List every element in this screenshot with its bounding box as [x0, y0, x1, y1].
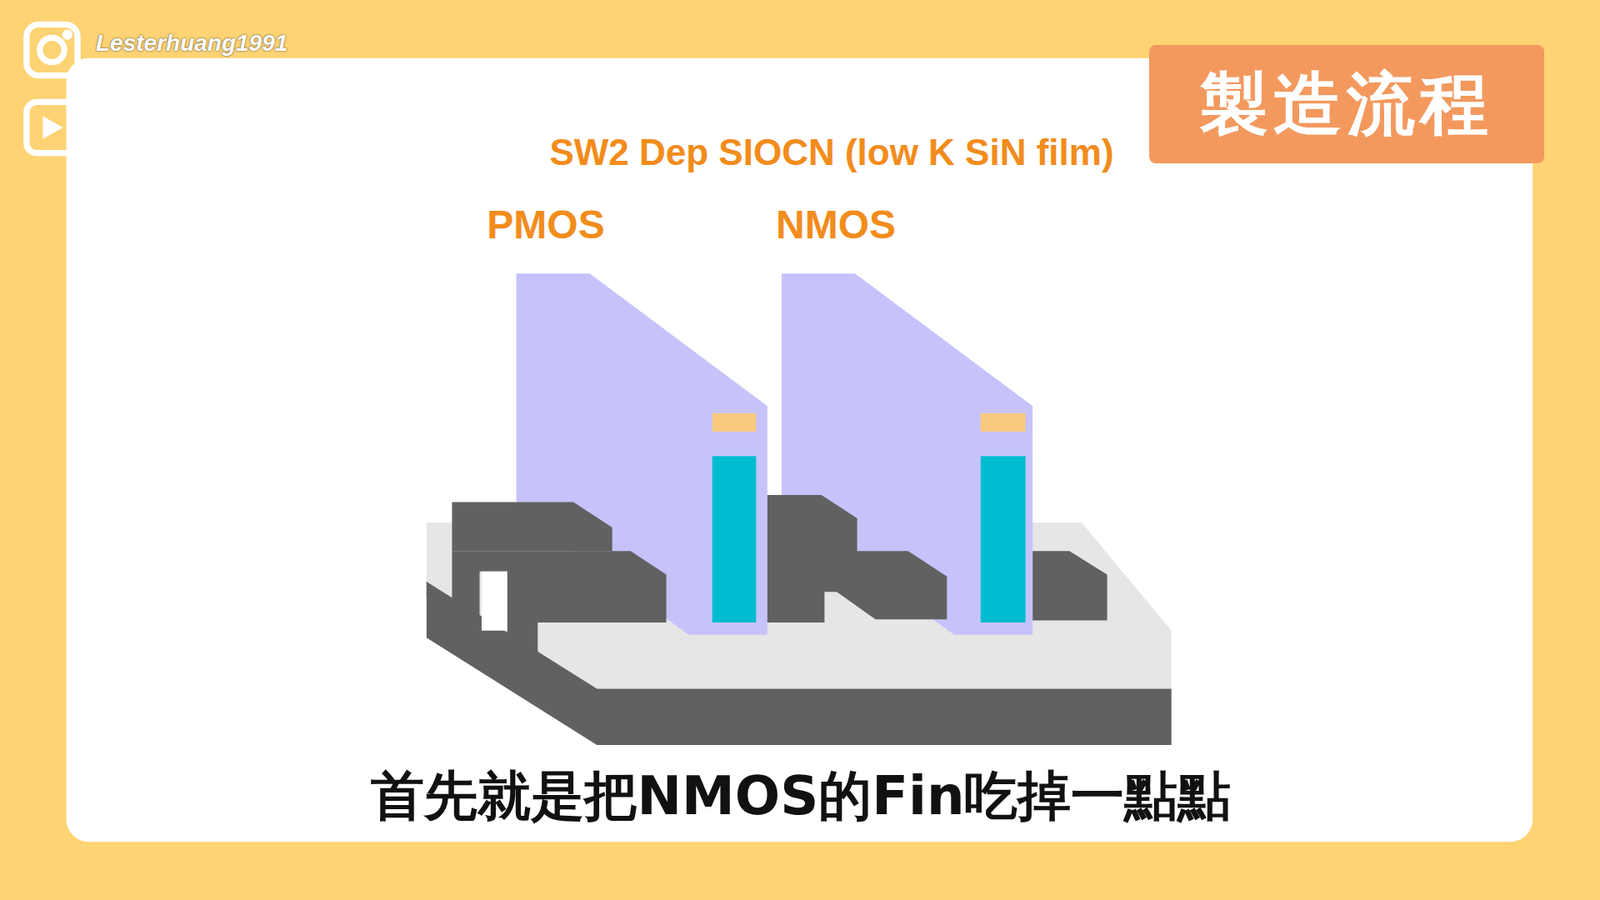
diagram-title: SW2 Dep SIOCN (low K SiN film)	[549, 131, 1114, 174]
nmos-hardmask	[980, 413, 1026, 432]
device-label: NMOS	[775, 201, 896, 248]
device-label: PMOS	[486, 201, 605, 248]
fins	[426, 495, 1108, 654]
section-tag: 製造流程	[1149, 45, 1545, 164]
nmos-metal-gate	[980, 455, 1026, 623]
white-card	[66, 58, 1534, 842]
section-tag-text: 製造流程	[1200, 66, 1494, 142]
fin-notch	[481, 571, 508, 631]
subtitle: 首先就是把NMOS的Fin吃掉一點點	[370, 760, 1232, 833]
pmos-hardmask	[712, 413, 757, 432]
watermark: Lesterhuang1991	[95, 30, 288, 57]
pmos-metal-gate	[712, 455, 757, 623]
